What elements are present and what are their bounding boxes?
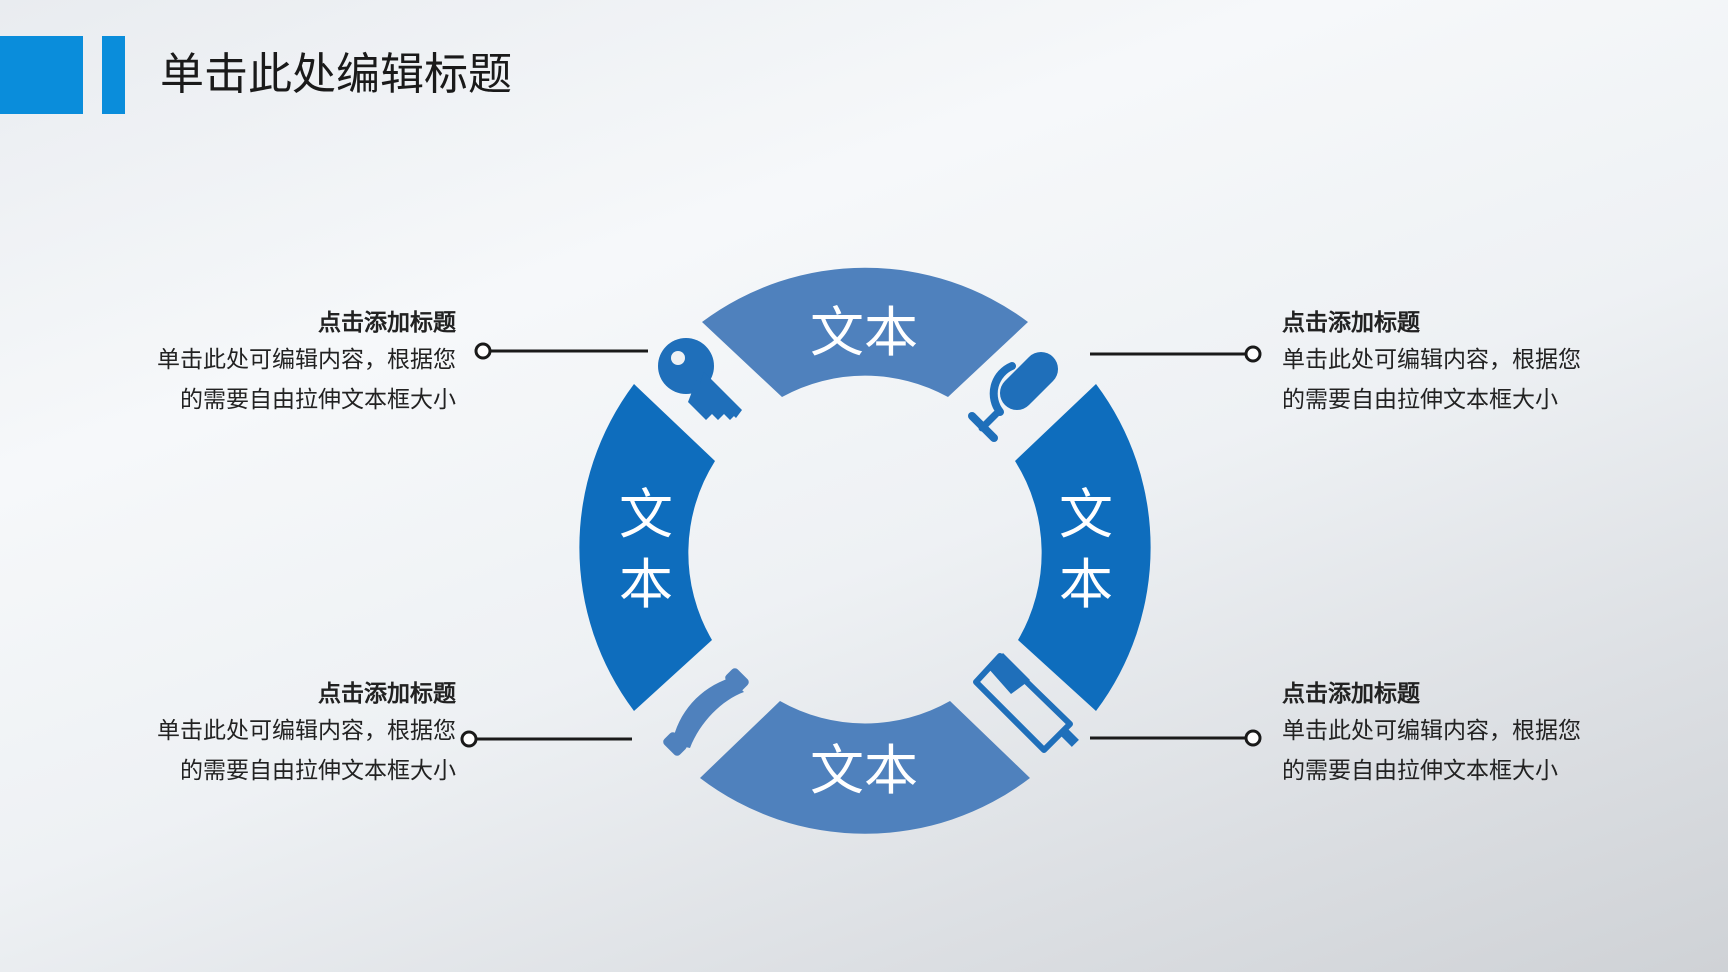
callout-title: 点击添加标题 (1282, 310, 1420, 336)
connector-bottom-right (1090, 729, 1262, 747)
ring-label-top: 文本 (810, 301, 918, 364)
callout-bottom-right[interactable]: 点击添加标题 单击此处可编辑内容，根据您 的需要自由拉伸文本框大小 (1282, 677, 1642, 791)
connector-top-right (1090, 345, 1262, 363)
title-accent-bar (0, 36, 83, 114)
callout-body-line-1: 单击此处可编辑内容，根据您 (1282, 718, 1581, 744)
phone-icon (663, 668, 749, 756)
ring-segment-right[interactable] (1015, 384, 1151, 711)
ring-segment-bottom[interactable] (700, 701, 1030, 834)
callout-body-line-1: 单击此处可编辑内容，根据您 (157, 347, 456, 373)
slide-title[interactable]: 单击此处编辑标题 (160, 49, 512, 100)
ring-segment-left[interactable] (579, 384, 715, 711)
callout-body-line-1: 单击此处可编辑内容，根据您 (157, 718, 456, 744)
callout-top-right[interactable]: 点击添加标题 单击此处可编辑内容，根据您 的需要自由拉伸文本框大小 (1282, 306, 1642, 420)
callout-body-line-2: 的需要自由拉伸文本框大小 (180, 387, 456, 413)
ring-segment-top[interactable] (702, 267, 1028, 397)
callout-body-line-2: 的需要自由拉伸文本框大小 (1282, 387, 1558, 413)
callout-title: 点击添加标题 (1282, 681, 1420, 707)
ring-label-left-2: 本 (619, 553, 673, 616)
key-icon (658, 338, 742, 420)
ring-label-right-2: 本 (1059, 553, 1113, 616)
ring-label-bottom: 文本 (810, 739, 918, 802)
ring-label-right-1: 文 (1059, 483, 1113, 546)
callout-bottom-left[interactable]: 点击添加标题 单击此处可编辑内容，根据您 的需要自由拉伸文本框大小 (96, 677, 456, 791)
microphone-icon (968, 351, 1059, 442)
battery-icon (973, 653, 1079, 753)
callout-title: 点击添加标题 (318, 681, 456, 707)
ring-label-left-1: 文 (619, 483, 673, 546)
callout-body-line-1: 单击此处可编辑内容，根据您 (1282, 347, 1581, 373)
callout-body-line-2: 的需要自由拉伸文本框大小 (1282, 758, 1558, 784)
callout-body-line-2: 的需要自由拉伸文本框大小 (180, 758, 456, 784)
connector-top-left (474, 342, 648, 360)
callout-top-left[interactable]: 点击添加标题 单击此处可编辑内容，根据您 的需要自由拉伸文本框大小 (96, 306, 456, 420)
connector-bottom-left (460, 730, 632, 748)
callout-title: 点击添加标题 (318, 310, 456, 336)
title-accent-bar-thin (102, 36, 125, 114)
